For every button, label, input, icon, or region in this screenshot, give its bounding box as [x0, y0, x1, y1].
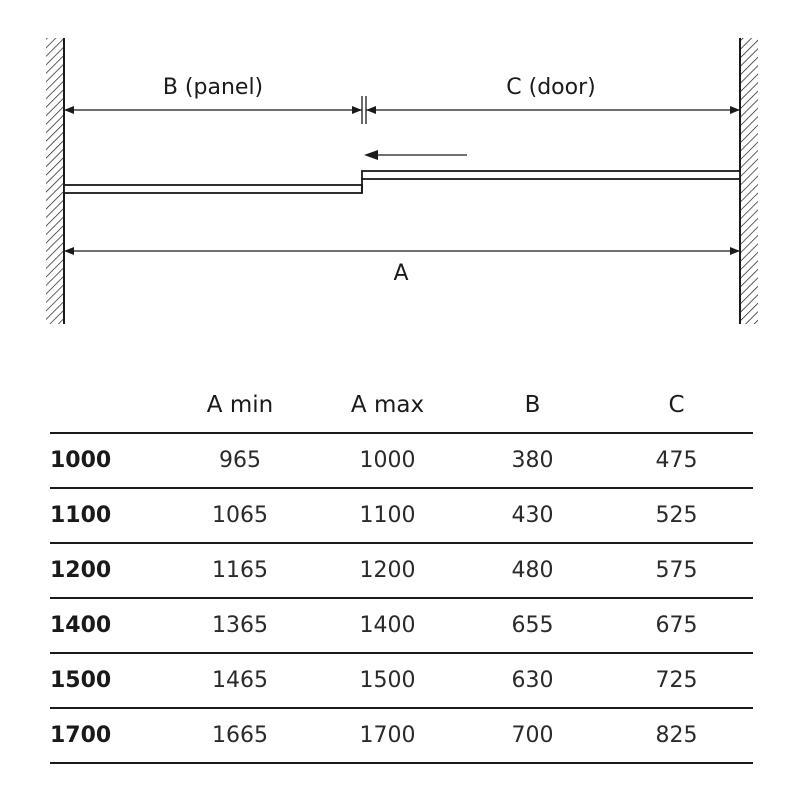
- table-cell: 1665: [212, 723, 268, 748]
- table-cell: 475: [655, 448, 698, 473]
- table-cell: 430: [511, 503, 554, 528]
- table-cell: 1400: [359, 613, 416, 638]
- table-cell: 480: [511, 558, 554, 583]
- column-header: C: [668, 392, 685, 418]
- table-row: 1500 1465 1500 630 725: [50, 653, 753, 708]
- table-cell: 1465: [212, 668, 268, 693]
- dimension-a: [64, 247, 740, 255]
- size-cell: 1400: [50, 613, 112, 638]
- table-row: 1700 1665 1700 700 825: [50, 708, 753, 763]
- table-cell: 630: [511, 668, 554, 693]
- column-header: A min: [206, 392, 274, 418]
- table-cell: 700: [511, 723, 554, 748]
- label-b-panel: B (panel): [163, 75, 263, 100]
- table-cell: 1200: [359, 558, 416, 583]
- table-row: 1200 1165 1200 480 575: [50, 543, 753, 598]
- table-row: 1400 1365 1400 655 675: [50, 598, 753, 653]
- table-cell: 1065: [212, 503, 268, 528]
- size-cell: 1500: [50, 668, 112, 693]
- column-header: A max: [350, 392, 425, 418]
- table-cell: 1100: [359, 503, 416, 528]
- table-header-row: A min A max B C: [50, 378, 753, 433]
- table-cell: 725: [655, 668, 698, 693]
- size-cell: 1000: [50, 448, 112, 473]
- table-cell: 1365: [212, 613, 268, 638]
- size-cell: 1700: [50, 723, 112, 748]
- label-a: A: [393, 261, 408, 286]
- table-cell: 1500: [359, 668, 416, 693]
- column-header: [50, 378, 170, 433]
- table-cell: 575: [655, 558, 698, 583]
- column-header: B: [524, 392, 541, 418]
- table-cell: 825: [655, 723, 698, 748]
- table-cell: 965: [219, 448, 261, 473]
- table-cell: 1700: [359, 723, 416, 748]
- size-cell: 1200: [50, 558, 112, 583]
- table-cell: 380: [511, 448, 554, 473]
- left-wall: [46, 38, 65, 324]
- enclosure-diagram: B (panel) C (door) A: [46, 38, 758, 324]
- table-row: 1100 1065 1100 430 525: [50, 488, 753, 543]
- table-cell: 1000: [359, 448, 416, 473]
- dimension-c: [365, 96, 740, 124]
- fixed-panel: [63, 184, 363, 194]
- sliding-door: [361, 170, 741, 180]
- size-table: A min A max B C 1000 965 1000 380 475 11…: [50, 378, 753, 764]
- size-cell: 1100: [50, 503, 112, 528]
- table-cell: 675: [655, 613, 698, 638]
- table-cell: 525: [655, 503, 698, 528]
- table-cell: 655: [511, 613, 554, 638]
- sliding-direction-arrow: [364, 150, 467, 160]
- dimension-b: [64, 96, 363, 124]
- table-cell: 1165: [212, 558, 268, 583]
- right-wall: [739, 38, 758, 324]
- label-c-door: C (door): [506, 75, 595, 100]
- table-row: 1000 965 1000 380 475: [50, 433, 753, 488]
